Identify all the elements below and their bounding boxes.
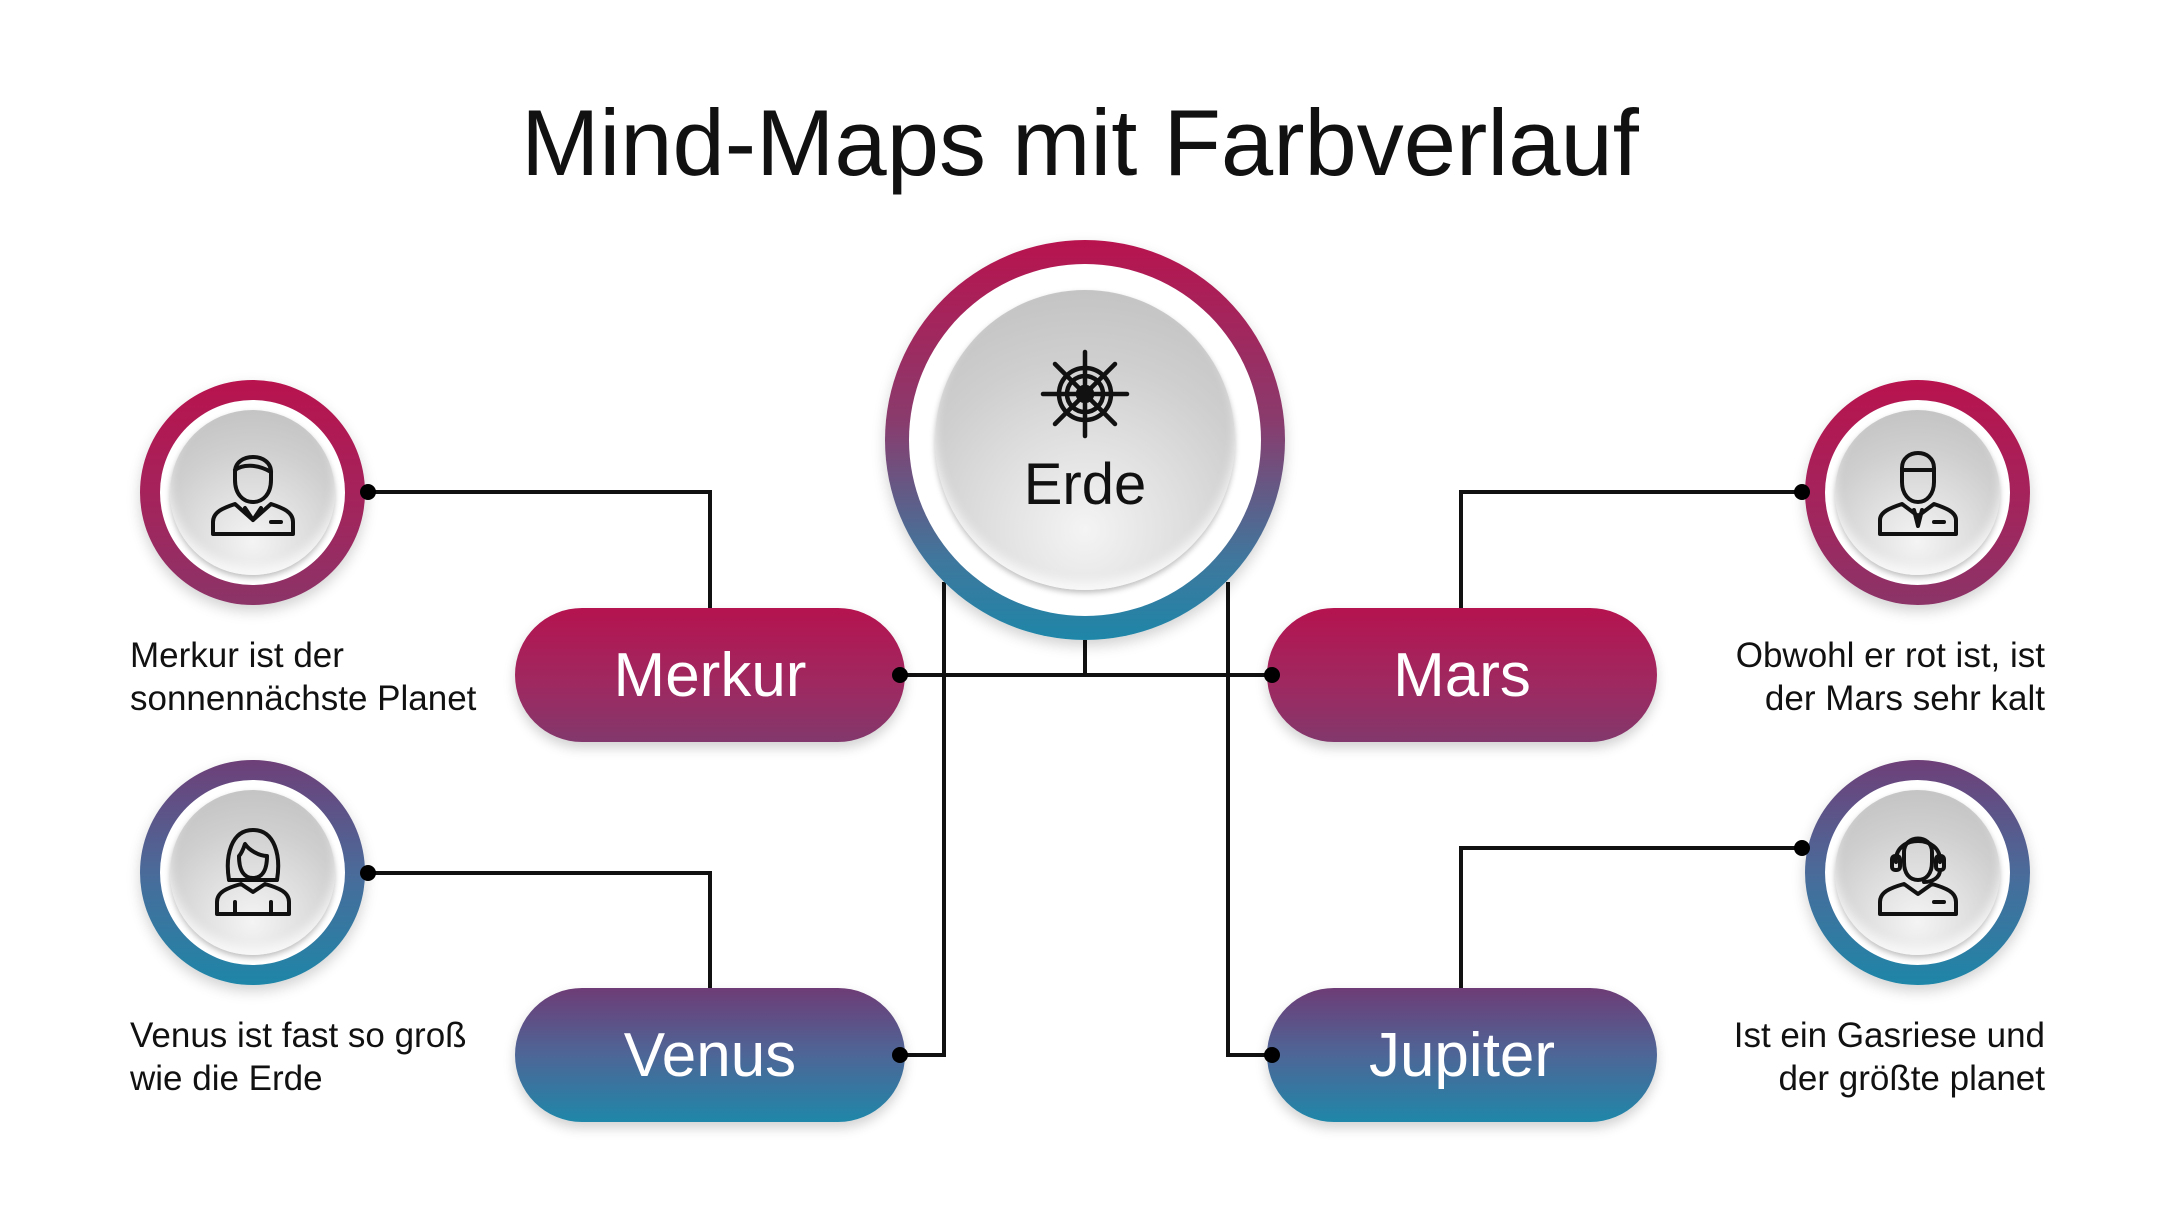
merkur-pill-dot — [892, 667, 908, 683]
connector-mars — [1459, 490, 1802, 608]
mars-icon-node-disc — [1835, 410, 2000, 575]
venus-pill[interactable]: Venus — [515, 988, 905, 1122]
merkur-pill-label: Merkur — [613, 640, 807, 710]
merkur-description: Merkur ist der sonnennächste Planet — [130, 636, 477, 718]
merkur-icon-node[interactable] — [140, 380, 365, 605]
jupiter-icon-node-disc — [1835, 790, 2000, 955]
jupiter-pill-dot — [1264, 1047, 1280, 1063]
venus-pill-label: Venus — [623, 1020, 797, 1090]
jupiter-description: Ist ein Gasriese und der größte planet — [1733, 1016, 2045, 1098]
page-title: Mind-Maps mit Farbverlauf — [521, 90, 1639, 195]
mars-pill-dot — [1264, 667, 1280, 683]
mars-pill-label: Mars — [1393, 640, 1531, 710]
jupiter-pill[interactable]: Jupiter — [1267, 988, 1657, 1122]
venus-icon-node-disc — [170, 790, 335, 955]
merkur-icon-node-disc — [170, 410, 335, 575]
merkur-connector-dot — [360, 484, 376, 500]
venus-pill-dot — [892, 1047, 908, 1063]
mars-connector-dot — [1794, 484, 1810, 500]
merkur-pill[interactable]: Merkur — [515, 608, 905, 742]
connector-jupiter — [1459, 846, 1802, 988]
woman-icon — [205, 822, 301, 923]
connector-merkur — [368, 490, 712, 608]
venus-icon-node[interactable] — [140, 760, 365, 985]
mars-description: Obwohl er rot ist, ist der Mars sehr kal… — [1735, 636, 2045, 718]
center-node-label: Erde — [1023, 452, 1147, 517]
jupiter-connector-dot — [1794, 840, 1810, 856]
headset-agent-icon — [1870, 822, 1966, 923]
center-node-disc: Erde — [935, 290, 1235, 590]
mars-icon-node[interactable] — [1805, 380, 2030, 605]
mars-pill[interactable]: Mars — [1267, 608, 1657, 742]
connector-venus — [368, 871, 712, 988]
connector-hub-venus — [900, 582, 946, 1057]
bald-man-icon — [1870, 442, 1966, 543]
venus-connector-dot — [360, 865, 376, 881]
venus-description: Venus ist fast so groß wie die Erde — [130, 1016, 467, 1098]
ship-wheel-icon — [1039, 348, 1131, 445]
man-suit-icon — [205, 442, 301, 543]
connector-hub-jupiter — [1226, 582, 1272, 1057]
center-node[interactable]: Erde — [885, 240, 1285, 640]
jupiter-icon-node[interactable] — [1805, 760, 2030, 985]
jupiter-pill-label: Jupiter — [1368, 1020, 1556, 1090]
